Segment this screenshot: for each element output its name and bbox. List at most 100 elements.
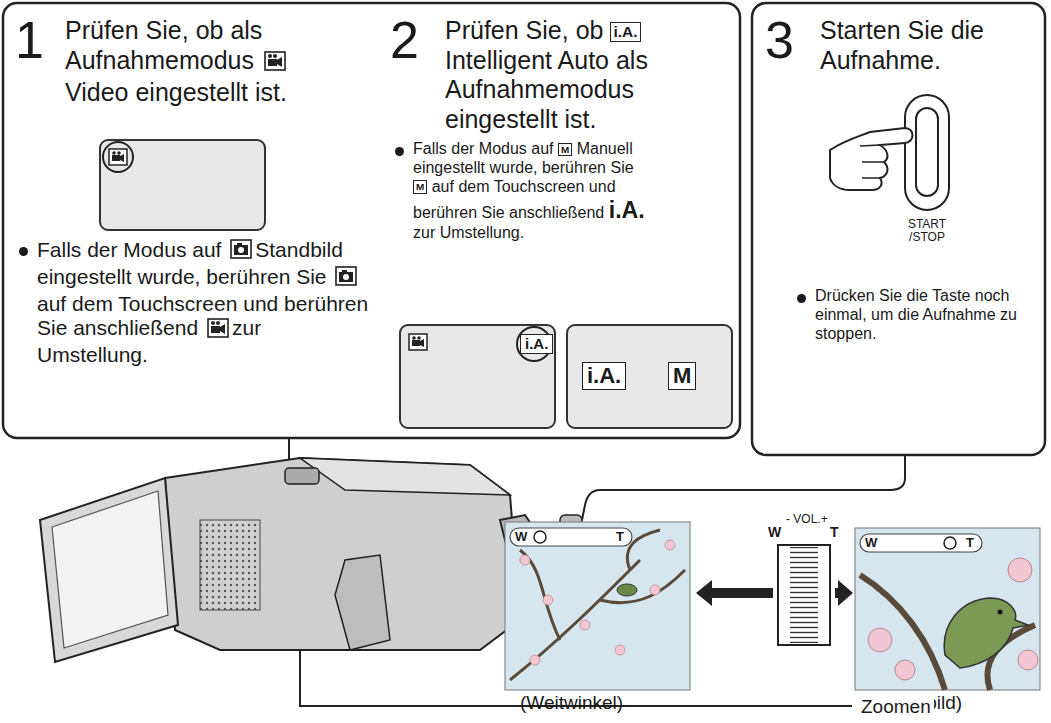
bullet-note: Falls der Modus auf M Manuell eingestell… <box>393 140 651 243</box>
drawing-circle <box>211 321 215 325</box>
zoom-lever-closeup <box>778 545 830 645</box>
icon-svg <box>335 266 357 286</box>
lever-volume-mark: - VOL.+ <box>786 512 828 526</box>
drawing-circle <box>238 247 244 253</box>
drawing-rect <box>342 270 347 273</box>
instruction-block: Prüfen Sie, ob i.A. Intelligent Auto als… <box>445 16 730 134</box>
instruction-text: Video eingestellt ist. <box>65 78 287 106</box>
drawing-rect <box>265 52 285 70</box>
step-box: 3Starten Sie die Aufnahme. Drücken Sie di… <box>765 12 1040 442</box>
zoom-bar <box>860 534 982 552</box>
drawing-polygon <box>120 154 124 162</box>
camera-body <box>165 458 520 650</box>
screen <box>400 325 555 428</box>
mode-icon-text: i.A. <box>610 22 640 42</box>
drawing-rect <box>268 59 277 66</box>
instruction-text: Falls der Modus auf <box>413 140 554 157</box>
still-icon <box>335 266 357 292</box>
drawing-circle <box>944 537 956 549</box>
bullet-note: Falls der Modus auf Standbild eingestell… <box>17 238 377 368</box>
step-number-block: 1 <box>15 14 65 66</box>
mode-button-text: i.A. <box>609 197 645 223</box>
lever-wide-mark: W <box>768 524 781 540</box>
step-panel <box>752 3 1045 455</box>
wide-angle-image <box>505 522 690 690</box>
image-caption: (Weitwinkel) <box>520 692 623 714</box>
drawing-rect <box>211 326 220 333</box>
drawing-circle <box>868 628 892 652</box>
video-icon <box>109 149 127 165</box>
instruction-text: auf dem Touchscreen und berühren Sie ans… <box>37 292 368 340</box>
video-icon <box>409 334 427 350</box>
drawing-circle <box>895 660 915 680</box>
zoom-bar <box>510 528 632 546</box>
instruction-block: Starten Sie die Aufnahme. <box>820 16 1030 75</box>
zoom-lever <box>285 468 319 484</box>
speaker-grille <box>200 520 260 610</box>
start-button-housing <box>905 95 949 210</box>
zoom-tele-mark: T <box>616 529 624 544</box>
drawing-circle <box>412 336 416 340</box>
instruction-text: Drücken Sie die Taste noch einmal, um di… <box>815 287 1017 342</box>
drawing-rect <box>336 267 356 285</box>
lever-grip <box>790 547 818 643</box>
instruction-text: Falls der Modus auf <box>37 238 221 261</box>
step-box: 1Prüfen Sie, ob als Aufnahmemodus Video … <box>15 12 360 432</box>
drawing-polygon <box>220 324 225 334</box>
drawing-rect <box>109 149 127 165</box>
drawing-circle <box>543 595 553 605</box>
video-icon <box>264 48 286 78</box>
instruction-text: zur Umstellung. <box>413 224 524 241</box>
step-number: 2 <box>390 11 419 69</box>
step-number-block: 3 <box>765 14 815 66</box>
lcd-screen <box>52 491 168 648</box>
bullet-note: Drücken Sie die Taste noch einmal, um di… <box>795 287 1051 344</box>
drawing-path <box>510 530 685 680</box>
still-icon <box>230 239 252 265</box>
drawing-rect <box>208 319 228 337</box>
instruction-text: Prüfen Sie, ob als Aufnahmemodus <box>65 16 262 74</box>
mode-icon-text: M <box>413 180 427 193</box>
drawing-circle <box>417 336 421 340</box>
drawing-circle <box>665 540 675 550</box>
instruction-block: Prüfen Sie, ob als Aufnahmemodus Video e… <box>65 16 355 107</box>
drawing-rect <box>412 340 420 346</box>
drawing-circle <box>273 54 277 58</box>
instruction-text: auf dem Touchscreen und berühren Sie ans… <box>413 178 616 221</box>
highlight-circle <box>103 142 133 172</box>
zoom-tele-mark: T <box>966 535 974 550</box>
drawing-circle <box>112 151 116 155</box>
bullet-dot <box>19 247 28 256</box>
drawing-polygon <box>420 339 424 347</box>
bullet-dot <box>797 294 806 303</box>
drawing-circle <box>268 54 272 58</box>
zoom-label: Zoomen <box>858 696 934 718</box>
screen <box>100 140 265 230</box>
drawing-circle <box>1008 558 1032 582</box>
drawing-circle <box>530 655 540 665</box>
drawing-circle <box>520 555 530 565</box>
drawing-rect <box>409 334 427 350</box>
drawing-path <box>860 145 884 178</box>
drawing-circle <box>534 531 546 543</box>
lever-tele-mark: T <box>830 524 839 540</box>
drawing-g <box>868 558 1038 680</box>
instruction-text: Prüfen Sie, ob <box>445 16 603 44</box>
drawing-rect <box>234 245 248 255</box>
camera-top <box>300 458 510 495</box>
leader-line <box>582 455 905 520</box>
screen <box>567 325 732 428</box>
drawing-rect <box>231 240 251 258</box>
bird <box>944 598 1028 668</box>
drawing-circle <box>615 645 625 655</box>
mode-icon-text: i.A. <box>520 334 553 354</box>
icon-svg <box>264 51 286 71</box>
hand <box>830 128 913 190</box>
step-box: 2 Prüfen Sie, ob i.A. Intelligent Auto al… <box>390 12 735 312</box>
drawing-circle <box>216 321 220 325</box>
button-label: START /STOP <box>901 218 953 243</box>
drawing-circle <box>1018 650 1038 670</box>
drawing-polygon <box>277 57 282 67</box>
drawing-g <box>520 540 675 665</box>
bird <box>617 584 637 596</box>
